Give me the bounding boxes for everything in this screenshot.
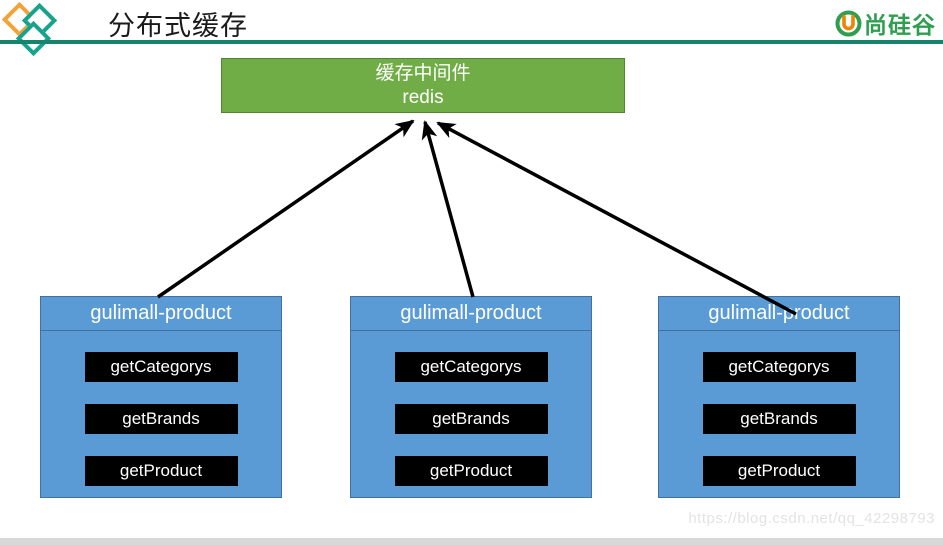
method-get-brands: getBrands — [394, 404, 548, 434]
watermark-url: https://blog.csdn.net/qq_42298793 — [688, 510, 935, 527]
service-title: gulimall-product — [659, 297, 899, 331]
service-methods: getCategorys getBrands getProduct — [41, 331, 281, 486]
method-get-categorys: getCategorys — [84, 352, 238, 382]
header-divider — [0, 40, 943, 44]
method-get-product: getProduct — [394, 456, 548, 486]
method-get-categorys: getCategorys — [394, 352, 548, 382]
service-title: gulimall-product — [351, 297, 591, 331]
service-box-gulimall-product-1: gulimall-product getCategorys getBrands … — [40, 296, 282, 498]
method-get-brands: getBrands — [84, 404, 238, 434]
arrow-service1-to-cache — [157, 119, 415, 299]
brand-logo-text: 尚硅谷 — [864, 12, 936, 38]
service-box-gulimall-product-3: gulimall-product getCategorys getBrands … — [658, 296, 900, 498]
service-methods: getCategorys getBrands getProduct — [659, 331, 899, 486]
brand-logo: 尚硅谷 — [835, 6, 936, 40]
arrow-service3-to-cache — [436, 121, 797, 316]
logo-u-icon — [835, 10, 862, 36]
method-get-brands: getBrands — [702, 404, 856, 434]
method-get-product: getProduct — [84, 456, 238, 486]
cache-middleware-box: 缓存中间件 redis — [221, 58, 625, 113]
page-title: 分布式缓存 — [108, 11, 248, 41]
method-get-categorys: getCategorys — [702, 352, 856, 382]
bottom-bar — [0, 538, 943, 545]
service-title: gulimall-product — [41, 297, 281, 331]
cache-middleware-name: redis — [402, 86, 444, 108]
service-methods: getCategorys getBrands getProduct — [351, 331, 591, 486]
service-box-gulimall-product-2: gulimall-product getCategorys getBrands … — [350, 296, 592, 498]
arrow-service2-to-cache — [421, 120, 475, 298]
method-get-product: getProduct — [702, 456, 856, 486]
cache-middleware-label: 缓存中间件 — [375, 62, 471, 84]
